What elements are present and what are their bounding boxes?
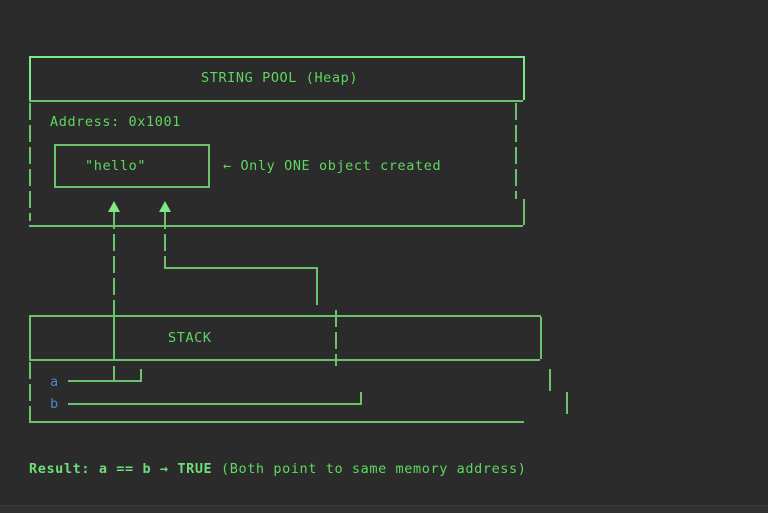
object-box-bottom-border xyxy=(54,186,210,188)
stack-header-divider xyxy=(29,359,540,361)
heap-body-left-border xyxy=(29,103,31,221)
stack-header-left-border xyxy=(29,317,31,359)
stack-bottom-border xyxy=(29,421,524,423)
stack-variable-a-pointer-line xyxy=(68,380,142,382)
connector-b-through-header xyxy=(335,310,337,366)
connector-a-vertical xyxy=(113,212,115,380)
result-bold-text: Result: a == b → TRUE xyxy=(29,461,213,477)
result-normal-text: (Both point to same memory address) xyxy=(212,461,527,477)
heap-address-label: Address: 0x1001 xyxy=(50,114,181,130)
stack-header-right-border xyxy=(540,317,542,359)
heap-header-divider xyxy=(29,100,523,102)
heap-bottom-border xyxy=(29,225,523,227)
stack-top-border xyxy=(29,315,541,317)
string-object-value: "hello" xyxy=(85,158,147,174)
heap-body-right-border-lower xyxy=(523,199,525,225)
connector-a-through-header xyxy=(113,317,115,359)
stack-variable-b-pointer-line xyxy=(68,403,362,405)
connector-b-vertical-upper xyxy=(164,212,166,268)
heap-annotation: ← Only ONE object created xyxy=(223,158,442,174)
bottom-edge-strip xyxy=(0,505,768,513)
stack-body-right-border-row-a xyxy=(549,369,551,391)
stack-variable-a-label: a xyxy=(50,374,59,390)
heap-body-right-border xyxy=(515,103,517,199)
heap-top-border xyxy=(29,56,525,58)
connector-b-horizontal xyxy=(164,267,318,269)
pointer-arrow-b-icon xyxy=(159,201,171,212)
stack-variable-b-pointer-elbow xyxy=(360,392,362,405)
object-box-top-border xyxy=(54,144,210,146)
stack-title: STACK xyxy=(168,330,212,346)
pointer-arrow-a-icon xyxy=(108,201,120,212)
object-box-right-border xyxy=(208,146,210,186)
connector-b-vertical-mid xyxy=(316,269,318,305)
heap-header-left-border xyxy=(29,58,31,100)
stack-body-left-border xyxy=(29,362,31,422)
string-pool-title: STRING POOL (Heap) xyxy=(201,70,359,86)
stack-body-right-border-row-b xyxy=(566,392,568,414)
heap-header-right-border xyxy=(523,58,525,100)
object-box-left-border xyxy=(54,146,56,186)
result-line: Result: a == b → TRUE (Both point to sam… xyxy=(29,461,526,477)
stack-variable-b-label: b xyxy=(50,396,59,412)
stack-variable-a-pointer-elbow xyxy=(140,369,142,382)
